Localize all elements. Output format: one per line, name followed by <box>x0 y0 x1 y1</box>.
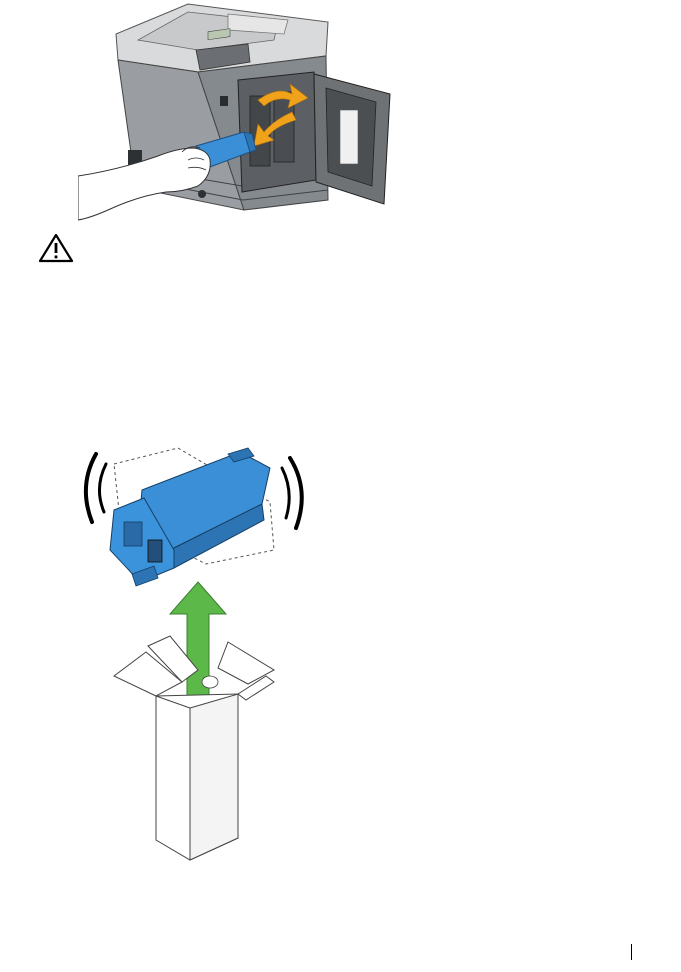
warning-triangle-icon <box>38 233 74 263</box>
toner-unbox-illustration <box>78 446 314 866</box>
box-icon <box>114 636 274 860</box>
printer-toner-removal-illustration <box>78 0 398 224</box>
toner-cartridge-icon <box>110 448 270 586</box>
page-footer-rule <box>631 944 632 960</box>
